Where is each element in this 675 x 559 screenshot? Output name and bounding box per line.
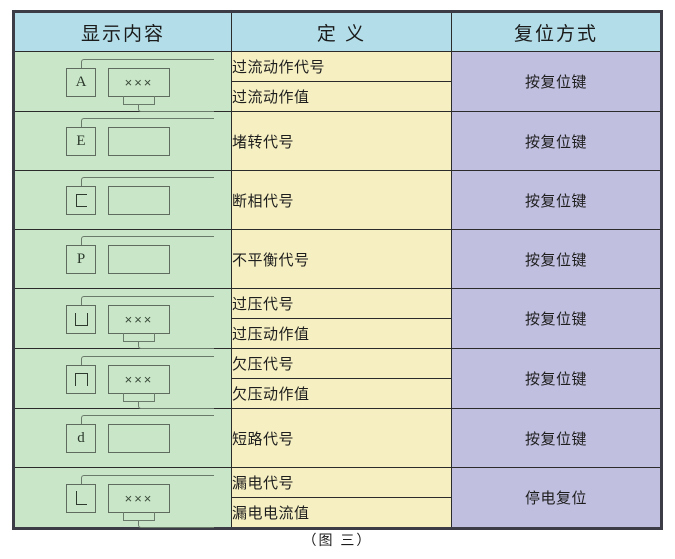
definition-cell: 漏电代号 xyxy=(231,467,452,498)
display-content-cell: P xyxy=(13,229,232,289)
lead-line-top-icon xyxy=(81,355,214,366)
definition-cell: 过流动作代号 xyxy=(231,51,452,82)
column-header-definition: 定 义 xyxy=(231,11,452,52)
lead-line-top-icon xyxy=(81,474,214,485)
reset-method-cell: 按复位键 xyxy=(451,111,662,171)
table-header: 显示内容 定 义 复位方式 xyxy=(13,11,662,52)
definition-cell: 过压代号 xyxy=(231,288,452,319)
code-box xyxy=(66,364,96,394)
reset-method-cell: 按复位键 xyxy=(451,170,662,230)
definition-cell: 堵转代号 xyxy=(231,111,452,171)
display-diagram: ××× xyxy=(28,470,218,528)
code-box: A xyxy=(66,67,96,97)
display-diagram xyxy=(28,172,218,228)
table-row: 漏电电流值 xyxy=(14,497,662,529)
bracket-c-icon xyxy=(75,194,87,207)
reset-method-cell: 按复位键 xyxy=(451,288,662,349)
display-content-cell: d xyxy=(13,408,232,468)
lead-line-top-icon xyxy=(81,58,214,69)
bracket-u-icon xyxy=(74,312,88,326)
display-content-cell: ××× xyxy=(13,348,232,409)
column-header-reset-method: 复位方式 xyxy=(451,11,662,52)
reset-method-cell: 按复位键 xyxy=(451,51,662,112)
lead-line-bottom-run-icon xyxy=(138,519,214,528)
lead-line-top-icon xyxy=(81,415,214,425)
reset-method-cell: 按复位键 xyxy=(451,229,662,289)
value-box xyxy=(108,245,170,274)
table-row: ××× 欠压代号 按复位键 xyxy=(13,348,662,409)
table-row: A ××× 过流动作代号 按复位键 xyxy=(13,51,662,112)
lead-line-bottom-run-icon xyxy=(138,400,214,409)
reset-method-cell: 按复位键 xyxy=(451,348,662,409)
table-row: E 堵转代号 按复位键 xyxy=(13,111,662,171)
value-box: ××× xyxy=(108,67,170,97)
lead-line-top-icon xyxy=(81,236,214,246)
table-row: P 不平衡代号 按复位键 xyxy=(13,229,662,289)
display-diagram: ××× xyxy=(28,351,218,409)
lead-line-bottom-run-icon xyxy=(138,340,214,349)
lead-line-top-icon xyxy=(81,118,214,128)
display-diagram: A ××× xyxy=(28,54,218,112)
display-diagram: d xyxy=(28,410,218,466)
display-content-cell: E xyxy=(13,111,232,171)
value-box: ××× xyxy=(108,483,170,513)
code-box xyxy=(66,186,96,215)
table-row: 过压动作值 xyxy=(14,318,662,349)
display-diagram: E xyxy=(28,113,218,169)
definition-cell: 短路代号 xyxy=(231,408,452,468)
definition-cell: 不平衡代号 xyxy=(231,229,452,289)
display-diagram: P xyxy=(28,231,218,287)
value-box xyxy=(108,424,170,453)
value-box: ××× xyxy=(108,304,170,334)
definition-cell: 漏电电流值 xyxy=(231,497,452,529)
code-box: d xyxy=(66,424,96,453)
code-box: P xyxy=(66,245,96,274)
code-box xyxy=(66,304,96,334)
figure-caption: （图 三） xyxy=(302,532,373,548)
definition-cell: 过压动作值 xyxy=(231,318,452,349)
reset-method-cell: 按复位键 xyxy=(451,408,662,468)
code-box xyxy=(66,483,96,513)
display-content-cell: A ××× xyxy=(13,51,232,112)
table-row: 断相代号 按复位键 xyxy=(13,170,662,230)
lead-line-top-icon xyxy=(81,295,214,306)
column-header-display-content: 显示内容 xyxy=(13,11,232,52)
definition-cell: 欠压代号 xyxy=(231,348,452,379)
value-box: ××× xyxy=(108,364,170,394)
bracket-n-icon xyxy=(74,372,88,386)
table-header-row: 显示内容 定 义 复位方式 xyxy=(13,11,662,52)
bracket-l-icon xyxy=(75,491,87,505)
value-box xyxy=(108,127,170,156)
table-body: A ××× 过流动作代号 按复位键 过流动作值 E xyxy=(13,51,662,529)
display-content-cell xyxy=(13,170,232,230)
reset-method-cell: 停电复位 xyxy=(451,467,662,529)
display-content-cell: ××× xyxy=(13,467,232,529)
display-content-cell: ××× xyxy=(13,288,232,349)
table-row: d 短路代号 按复位键 xyxy=(13,408,662,468)
fault-code-table: 显示内容 定 义 复位方式 A ××× 过流动作代号 按复位键 xyxy=(12,10,663,530)
lead-line-top-icon xyxy=(81,177,214,187)
display-diagram: ××× xyxy=(28,291,218,349)
code-box: E xyxy=(66,127,96,156)
value-box xyxy=(108,186,170,215)
definition-cell: 过流动作值 xyxy=(231,81,452,112)
table-row: ××× 漏电代号 停电复位 xyxy=(13,467,662,529)
table-row: ××× 过压代号 按复位键 xyxy=(13,288,662,349)
definition-cell: 欠压动作值 xyxy=(231,378,452,409)
lead-line-bottom-run-icon xyxy=(138,103,214,112)
definition-cell: 断相代号 xyxy=(231,170,452,230)
